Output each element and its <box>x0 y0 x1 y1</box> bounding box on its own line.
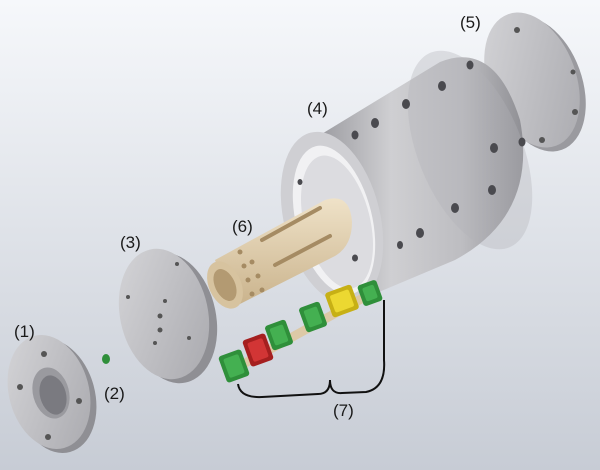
green-connector <box>357 280 383 306</box>
part-7-connector-chain <box>218 280 383 383</box>
label-part-3: (3) <box>120 233 141 252</box>
label-part-4: (4) <box>307 99 328 118</box>
part-3-flange-disc <box>118 248 218 384</box>
label-part-2: (2) <box>104 384 125 403</box>
green-connector <box>299 301 327 333</box>
part-1-front-flange <box>7 335 97 453</box>
yellow-connector <box>325 284 359 318</box>
green-connector <box>218 349 250 383</box>
part-2-small-washer <box>102 354 110 364</box>
label-part-1: (1) <box>14 322 35 341</box>
label-part-6: (6) <box>232 217 253 236</box>
green-connector <box>265 319 293 351</box>
label-part-7: (7) <box>333 401 354 420</box>
part-7-bracket <box>237 300 386 399</box>
label-part-5: (5) <box>460 13 481 32</box>
red-connector <box>242 333 274 367</box>
part-6-slotted-tube <box>207 198 352 309</box>
